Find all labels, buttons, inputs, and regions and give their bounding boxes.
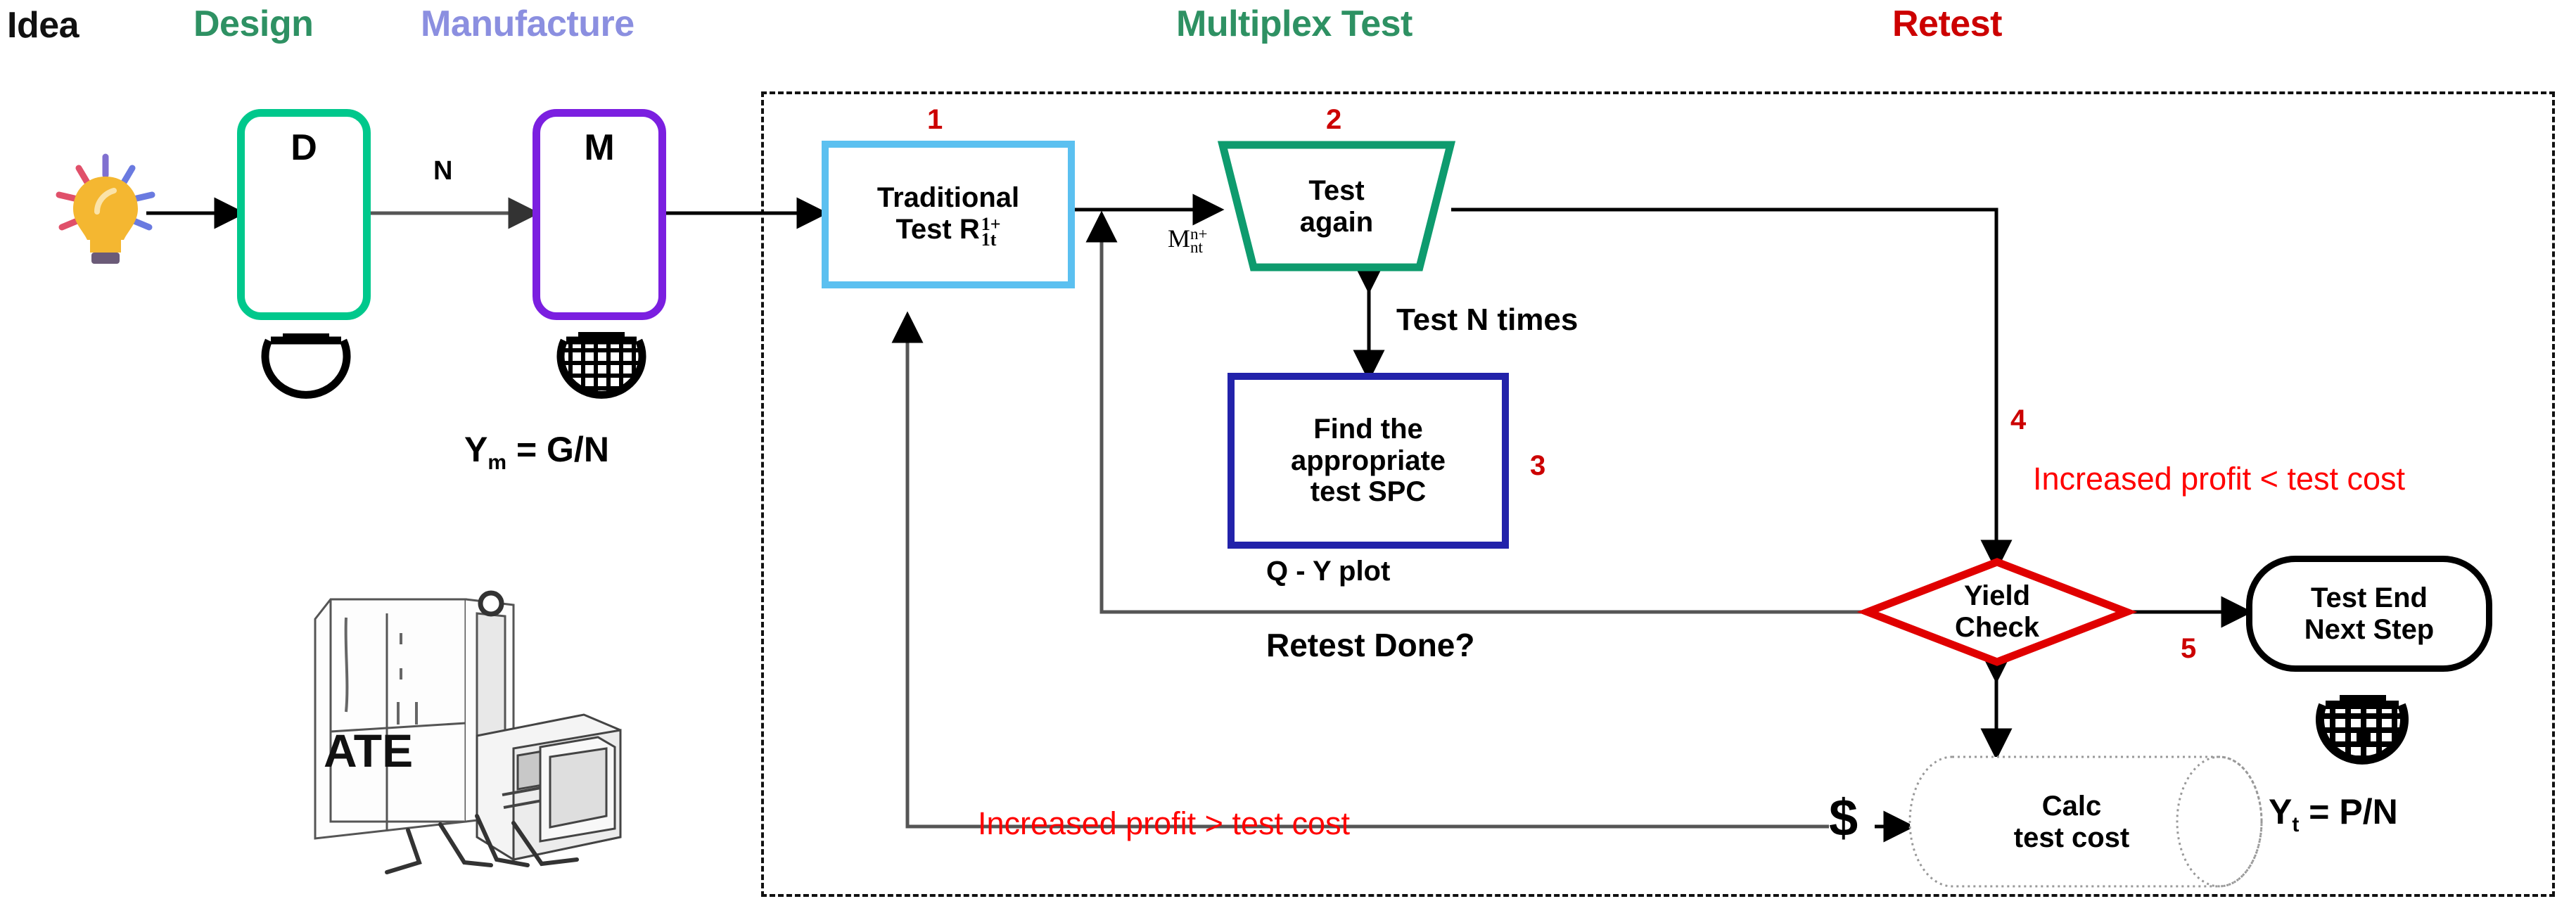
stage-title-design: Design xyxy=(193,4,314,44)
blank-wafer-icon xyxy=(243,325,369,413)
find-spc-line2: appropriate xyxy=(1290,445,1446,476)
gridded-wafer-icon xyxy=(538,325,665,415)
traditional-test-line2: Test R 1+ 1t xyxy=(895,213,1001,250)
test-again-line2: again xyxy=(1299,206,1374,238)
traditional-test-box[interactable]: Traditional Test R 1+ 1t xyxy=(822,141,1075,288)
ym-subscript: m xyxy=(487,451,507,474)
calc-test-cost-shape[interactable]: Calc test cost xyxy=(1908,751,2304,892)
manufacture-box-label: M xyxy=(584,127,615,168)
step-number-1: 1 xyxy=(927,104,943,135)
m-symbol: M xyxy=(1168,224,1191,253)
tested-wafer-icon xyxy=(2299,689,2425,784)
design-box[interactable]: D xyxy=(237,109,371,320)
yield-check-diamond[interactable]: Yield Check xyxy=(1856,557,2138,667)
yield-check-line1: Yield xyxy=(1963,580,2031,612)
yt-rest: = P/N xyxy=(2299,792,2398,831)
test-again-shape[interactable]: Test again xyxy=(1217,139,1456,273)
step-number-5: 5 xyxy=(2181,633,2197,664)
edge-label-retest-done: Retest Done? xyxy=(1266,627,1475,663)
edge-label-test-n-times: Test N times xyxy=(1396,302,1579,337)
traditional-test-prefix: Test R xyxy=(895,213,980,245)
edge-label-profit-less-than-cost: Increased profit < test cost xyxy=(2033,461,2406,497)
multiplex-retest-frame xyxy=(761,91,2555,897)
ym-rest: = G/N xyxy=(506,430,609,469)
m-subscript: nt xyxy=(1190,238,1203,256)
find-spc-box[interactable]: Find the appropriate test SPC xyxy=(1228,373,1509,549)
yield-check-line2: Check xyxy=(1954,612,2040,643)
calc-cost-line1: Calc xyxy=(2041,791,2102,822)
ym-symbol: Y xyxy=(464,430,488,469)
find-spc-line1: Find the xyxy=(1313,413,1423,445)
manufacture-box[interactable]: M xyxy=(533,109,666,320)
test-again-line1: Test xyxy=(1308,174,1365,206)
stage-title-idea: Idea xyxy=(7,5,79,46)
edge-label-profit-greater-than-cost: Increased profit > test cost xyxy=(978,805,1351,841)
stage-title-manufacture: Manufacture xyxy=(421,4,635,44)
edge-label-m-symbol: M n+ nt xyxy=(1168,224,1208,256)
test-end-box[interactable]: Test End Next Step xyxy=(2246,556,2492,672)
calc-cost-line2: test cost xyxy=(2013,822,2130,853)
step-number-4: 4 xyxy=(2010,404,2027,435)
traditional-test-sub: 1t xyxy=(981,229,997,250)
dollar-icon: $ xyxy=(1829,789,1858,847)
find-spc-caption: Q - Y plot xyxy=(1266,556,1391,587)
step-number-2: 2 xyxy=(1326,104,1342,135)
traditional-test-line1: Traditional xyxy=(876,182,1020,214)
design-box-label: D xyxy=(291,127,317,168)
test-end-line2: Next Step xyxy=(2304,613,2435,645)
ate-label: ATE xyxy=(324,725,413,777)
lightbulb-icon xyxy=(42,151,169,274)
test-yield-formula: Yt = P/N xyxy=(2269,791,2398,837)
m-superscript: n+ xyxy=(1190,225,1208,243)
test-end-line1: Test End xyxy=(2311,582,2428,613)
yt-symbol: Y xyxy=(2269,792,2293,831)
stage-title-multiplex-test: Multiplex Test xyxy=(1176,4,1413,44)
step-number-3: 3 xyxy=(1530,450,1546,481)
edge-label-n: N xyxy=(433,156,453,186)
manufacture-yield-formula: Ym = G/N xyxy=(464,429,609,475)
yt-subscript: t xyxy=(2292,813,2300,836)
traditional-test-sup: 1+ xyxy=(981,214,1001,235)
stage-title-retest: Retest xyxy=(1892,4,2002,44)
ate-illustration: ATE xyxy=(302,584,753,886)
find-spc-line3: test SPC xyxy=(1310,476,1427,508)
